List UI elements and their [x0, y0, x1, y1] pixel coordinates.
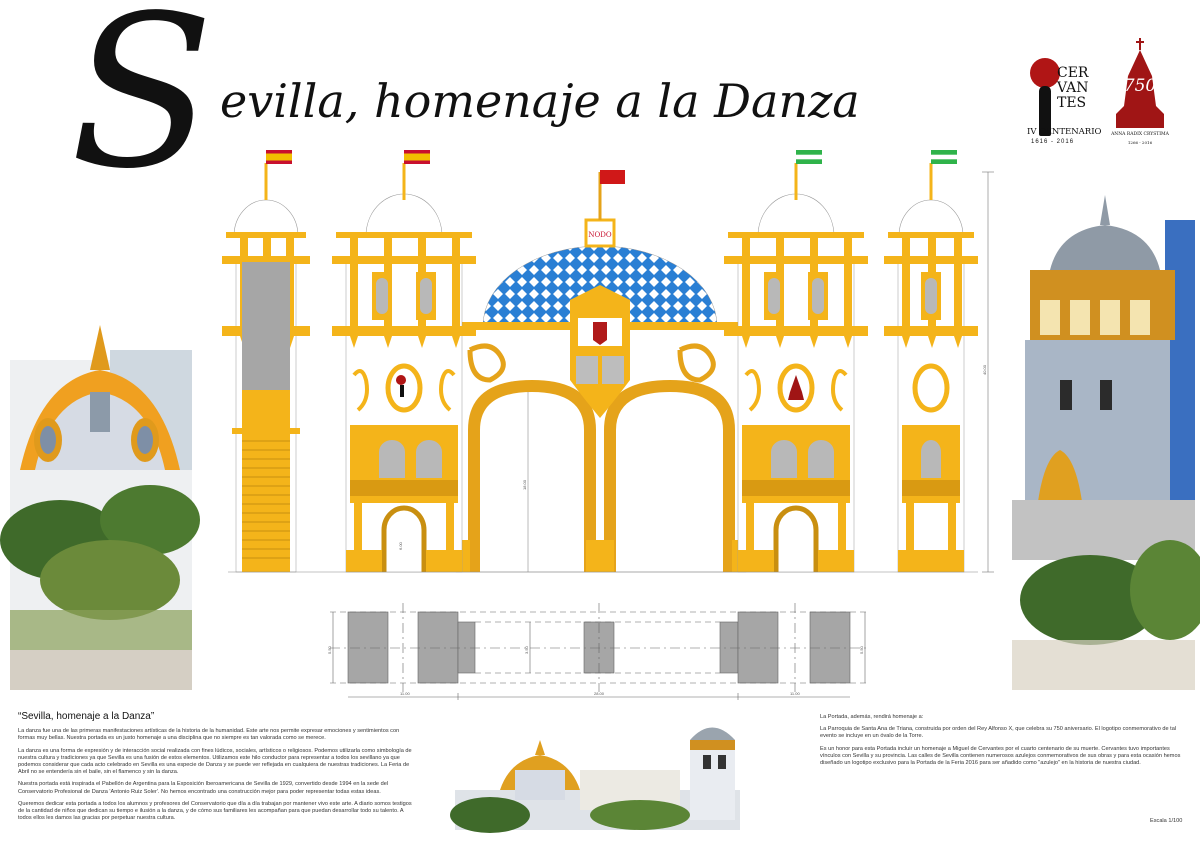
right-photo-santa-ana-tower: [1012, 195, 1200, 690]
right-paragraph: La Parroquia de Santa Ana de Triana, con…: [820, 726, 1177, 740]
spain-flag-icon: [404, 150, 430, 164]
window: [376, 278, 388, 314]
plan-view: [330, 603, 866, 700]
window: [925, 278, 937, 314]
right-description: La Portada, además, rendirá homenaje a: …: [820, 714, 1185, 772]
right-main-tower: [724, 150, 868, 573]
left-paragraph: Nuestra portada está inspirada el Pabell…: [18, 781, 389, 795]
santa-ana-years: 1266 - 2016: [1127, 140, 1153, 145]
cervantes-line-1: CER: [1057, 65, 1089, 81]
cervantes-figure-icon: [1039, 86, 1051, 136]
red-flag: [600, 170, 625, 184]
santa-ana-number: 750: [1123, 76, 1157, 96]
plan-dim-depth-inner: 3.50: [524, 645, 529, 654]
santa-ana-tower-icon: [1116, 38, 1164, 128]
left-paragraph: La danza fue una de las primeras manifes…: [18, 728, 400, 742]
central-arch: NODO: [455, 170, 747, 573]
cervantes-line-3: TES: [1057, 95, 1087, 111]
total-height-label: 40.00: [982, 364, 987, 375]
right-paragraph: La Portada, además, rendirá homenaje a:: [820, 714, 924, 720]
dome: [757, 193, 835, 237]
cervantes-years: 1616 - 2016: [1031, 139, 1075, 145]
title-initial: S: [70, 0, 214, 215]
dome: [233, 199, 299, 237]
left-main-tower: [332, 150, 476, 573]
cervantes-subtitle: IV CENTENARIO: [1027, 127, 1102, 137]
right-narrow-tower: [884, 150, 978, 573]
description-heading: “Sevilla, homenaje a la Danza”: [18, 711, 155, 722]
plan-dim-right: 11.00: [790, 691, 800, 696]
andalucia-flag-icon: [931, 150, 957, 164]
door-height-label: 6.00: [398, 541, 403, 550]
empty-medallion: [912, 363, 950, 413]
plan-dim-depth-left: 5.50: [327, 645, 332, 654]
left-description: “Sevilla, homenaje a la Danza” La danza …: [18, 711, 416, 827]
cervantes-hat-icon: [1030, 58, 1060, 88]
plan-dim-depth-right: 5.50: [859, 645, 864, 654]
scale-label: Escala 1/100: [1150, 818, 1183, 824]
window: [812, 278, 824, 314]
nodo-badge: NODO: [588, 231, 611, 239]
window: [420, 278, 432, 314]
left-paragraph: Queremos dedicar esta portada a todos lo…: [18, 800, 412, 822]
poster-title: S evilla, homenaje a la Danza: [70, 0, 970, 228]
santa-ana-caption: ANNA RADIX CRYSTIMA: [1111, 132, 1169, 137]
door-arch: [773, 505, 819, 572]
left-paragraph: La danza es una forma de expresión y de …: [18, 747, 412, 776]
plan-dim-left: 11.00: [400, 691, 410, 696]
santa-ana-750-logo: 750 ANNA RADIX CRYSTIMA 1266 - 2016: [1110, 36, 1170, 146]
spain-flag-icon: [266, 150, 292, 164]
plan-dim-center: 28.00: [594, 691, 605, 696]
dome: [898, 199, 964, 237]
elevation-drawing: NODO 40.00 18.00 6.00: [222, 150, 994, 573]
gray-panel: [242, 262, 290, 390]
door-arch: [381, 505, 427, 572]
bottom-photo-pavilion: [450, 727, 740, 833]
window: [768, 278, 780, 314]
andalucia-flag-icon: [796, 150, 822, 164]
title-text: evilla, homenaje a la Danza: [220, 74, 860, 128]
left-photo-pavilion: [0, 325, 200, 690]
cervantes-line-2: VAN: [1057, 80, 1089, 96]
dome: [365, 193, 443, 237]
right-paragraph: Es un honor para esta Portada incluir un…: [820, 745, 1181, 767]
left-narrow-tower: [222, 150, 310, 573]
arch-height-label: 18.00: [522, 479, 527, 490]
